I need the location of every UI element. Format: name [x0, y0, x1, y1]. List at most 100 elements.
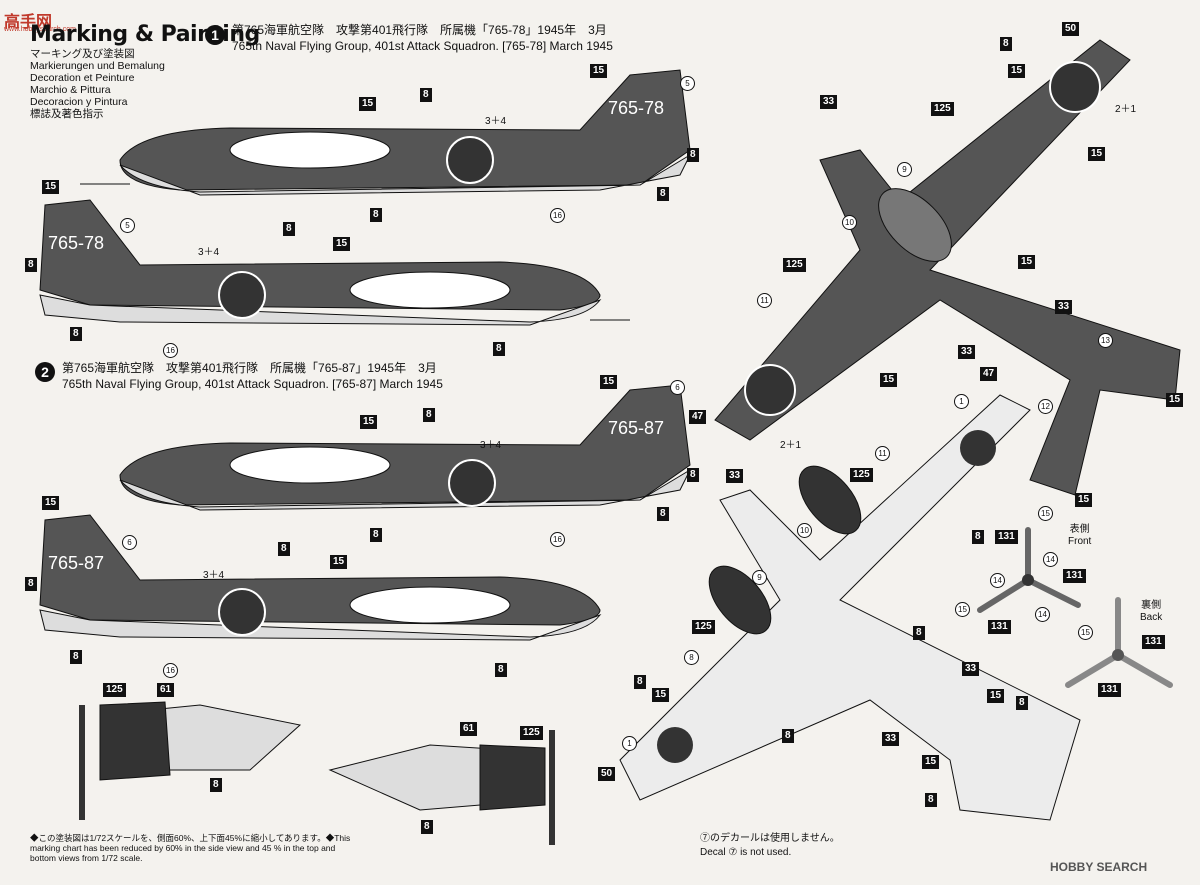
prop-front-jp: 表側 — [1069, 524, 1090, 535]
callout-8: 8 — [1000, 37, 1012, 51]
callout-50: 50 — [1062, 22, 1080, 36]
callout-11: 11 — [757, 293, 772, 308]
side-view-2-lower — [39, 514, 602, 641]
callout-125: 125 — [520, 726, 543, 740]
scheme-2-en: 765th Naval Flying Group, 401st Attack S… — [62, 377, 443, 391]
callout-50: 50 — [598, 767, 616, 781]
callout-6: 6 — [122, 535, 137, 550]
callout-131: 131 — [1063, 569, 1086, 583]
callout-15: 15 — [600, 375, 618, 389]
callout-15: 15 — [1166, 393, 1184, 407]
callout-8: 8 — [687, 468, 699, 482]
callout-14: 14 — [1043, 552, 1058, 567]
callout-8: 8 — [657, 187, 669, 201]
propeller-front — [977, 527, 1081, 613]
callout-9: 9 — [752, 570, 767, 585]
engine-nacelle-left — [79, 701, 302, 820]
callout-15: 15 — [590, 64, 608, 78]
callout-5: 5 — [120, 218, 135, 233]
callout-131: 131 — [1098, 683, 1121, 697]
callout-8: 8 — [657, 507, 669, 521]
tail-code-2a: 765-87 — [608, 418, 665, 438]
callout-15: 15 — [42, 496, 60, 510]
callout-8: 8 — [25, 258, 37, 272]
side-view-2-upper — [119, 384, 692, 511]
callout-47: 47 — [689, 410, 707, 424]
callout-3-4: 3＋4 — [198, 247, 220, 258]
callout-8: 8 — [70, 327, 82, 341]
callout-15: 15 — [1008, 64, 1026, 78]
callout-8: 8 — [210, 778, 222, 792]
callout-8: 8 — [421, 820, 433, 834]
language-item: Markierungen und Bemalung — [30, 60, 165, 72]
prop-back-jp: 裏側 — [1141, 600, 1162, 611]
callout-15: 15 — [359, 97, 377, 111]
callout-16: 16 — [163, 663, 178, 678]
callout-8: 8 — [913, 626, 925, 640]
callout-14: 14 — [1035, 607, 1050, 622]
callout-15: 15 — [333, 237, 351, 251]
callout-13: 13 — [1098, 333, 1113, 348]
scale-footnote: ◆この塗装図は1/72スケールを、側面60%、上下面45%に縮小してあります。◆… — [30, 833, 351, 863]
prop-back-label: 裏側 Back — [1140, 600, 1162, 624]
scheme-1-title: 第765海軍航空隊 攻撃第401飛行隊 所属機「765-78」1945年 3月 … — [232, 22, 613, 54]
callout-3-4: 3＋4 — [485, 116, 507, 127]
language-item: Decoration et Peinture — [30, 72, 135, 84]
callout-9: 9 — [897, 162, 912, 177]
callout-8: 8 — [495, 663, 507, 677]
callout-8: 8 — [782, 729, 794, 743]
decal-note-jp: ⑦のデカールは使用しません。 — [700, 833, 840, 844]
callout-125: 125 — [783, 258, 806, 272]
prop-front-en: Front — [1068, 536, 1092, 547]
callout-15: 15 — [1088, 147, 1106, 161]
callout-15: 15 — [922, 755, 940, 769]
callout-8: 8 — [423, 408, 435, 422]
callout-6: 6 — [670, 380, 685, 395]
callout-16: 16 — [550, 208, 565, 223]
callout-16: 16 — [163, 343, 178, 358]
callout-33: 33 — [820, 95, 838, 109]
callout-10: 10 — [842, 215, 857, 230]
scheme-2-jp: 第765海軍航空隊 攻撃第401飛行隊 所属機「765-87」1945年 3月 — [62, 361, 437, 375]
top-view — [714, 39, 1181, 496]
watermark-url: www.hobbysearch.com — [4, 26, 76, 33]
callout-33: 33 — [726, 469, 744, 483]
callout-15: 15 — [360, 415, 378, 429]
page-title: Marking & Painting — [30, 22, 260, 47]
callout-8: 8 — [370, 208, 382, 222]
callout-33: 33 — [958, 345, 976, 359]
callout-1: 1 — [622, 736, 637, 751]
callout-15: 15 — [330, 555, 348, 569]
tail-code-2b: 765-87 — [48, 553, 105, 573]
callout-2-1: 2＋1 — [1115, 104, 1137, 115]
callout-125: 125 — [692, 620, 715, 634]
engine-nacelle-right — [328, 730, 555, 845]
watermark-logo: 高手网 — [4, 14, 53, 31]
callout-15: 15 — [1078, 625, 1093, 640]
scheme-1-en: 765th Naval Flying Group, 401st Attack S… — [232, 39, 613, 53]
callout-8: 8 — [684, 650, 699, 665]
side-view-1-lower — [39, 199, 630, 326]
callout-14: 14 — [990, 573, 1005, 588]
callout-3-4: 3＋4 — [480, 440, 502, 451]
callout-15: 15 — [987, 689, 1005, 703]
callout-8: 8 — [687, 148, 699, 162]
callout-8: 8 — [283, 222, 295, 236]
language-item: Decoracion y Pintura — [30, 96, 128, 108]
callout-16: 16 — [550, 532, 565, 547]
callout-61: 61 — [157, 683, 175, 697]
decal-note-en: Decal ⑦ is not used. — [700, 847, 792, 858]
callout-1: 1 — [954, 394, 969, 409]
callout-15: 15 — [1075, 493, 1093, 507]
callout-8: 8 — [925, 793, 937, 807]
propeller-back — [1065, 597, 1173, 688]
prop-back-en: Back — [1140, 612, 1163, 623]
scheme-1-jp: 第765海軍航空隊 攻撃第401飛行隊 所属機「765-78」1945年 3月 — [232, 23, 607, 37]
callout-3-4: 3＋4 — [203, 570, 225, 581]
callout-131: 131 — [995, 530, 1018, 544]
scheme-2-badge: 2 — [35, 362, 55, 382]
decal-note: ⑦のデカールは使用しません。 Decal ⑦ is not used. — [700, 832, 840, 860]
callout-12: 12 — [1038, 399, 1053, 414]
callout-33: 33 — [882, 732, 900, 746]
